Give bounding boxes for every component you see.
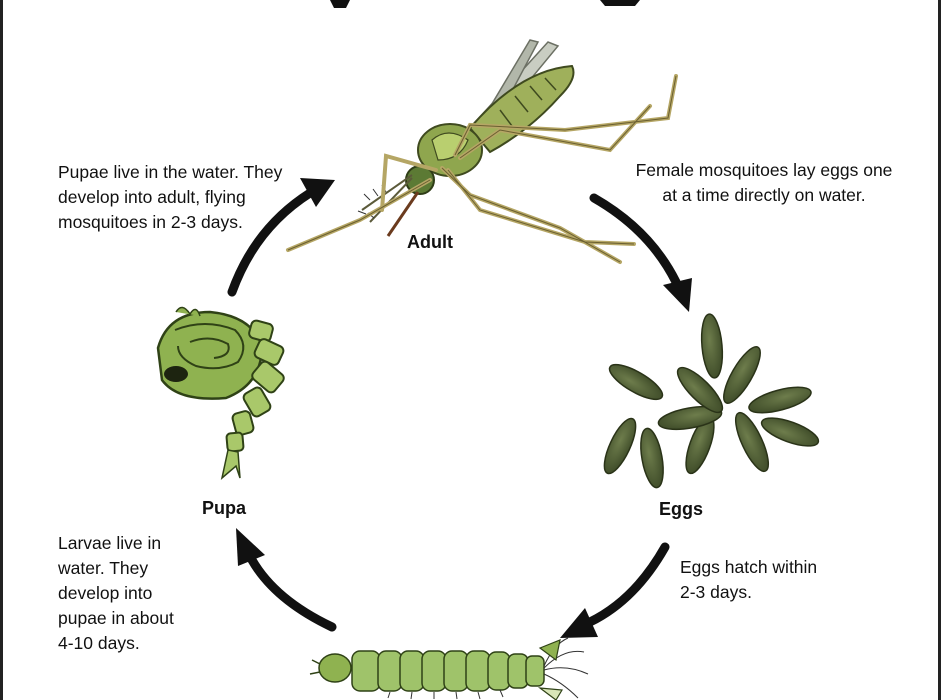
arrow-pupa-to-adult <box>227 178 335 297</box>
arrow-eggs-to-larva <box>560 542 670 638</box>
caption-adult-to-eggs: Female mosquitoes lay eggs one at a time… <box>635 160 893 205</box>
caption-larva-to-pupa: Larvae live in water. They develop into … <box>58 533 174 653</box>
title-fragment <box>330 0 640 8</box>
stage-label-adult: Adult <box>407 232 453 252</box>
caption-pupa-to-adult: Pupae live in the water. They develop in… <box>58 162 283 232</box>
stage-label-eggs: Eggs <box>659 499 704 519</box>
frame-border-right <box>938 0 941 700</box>
caption-eggs-to-larva: Eggs hatch within 2-3 days. <box>680 557 818 602</box>
arrow-larva-to-pupa <box>236 528 337 632</box>
arrow-adult-to-eggs <box>589 193 692 312</box>
frame-border-left <box>0 0 3 700</box>
adult-mosquito-illustration <box>286 39 678 264</box>
stage-label-pupa: Pupa <box>202 498 247 518</box>
eggs-illustration <box>603 313 820 489</box>
larva-illustration <box>309 637 589 700</box>
pupa-illustration <box>156 306 285 481</box>
